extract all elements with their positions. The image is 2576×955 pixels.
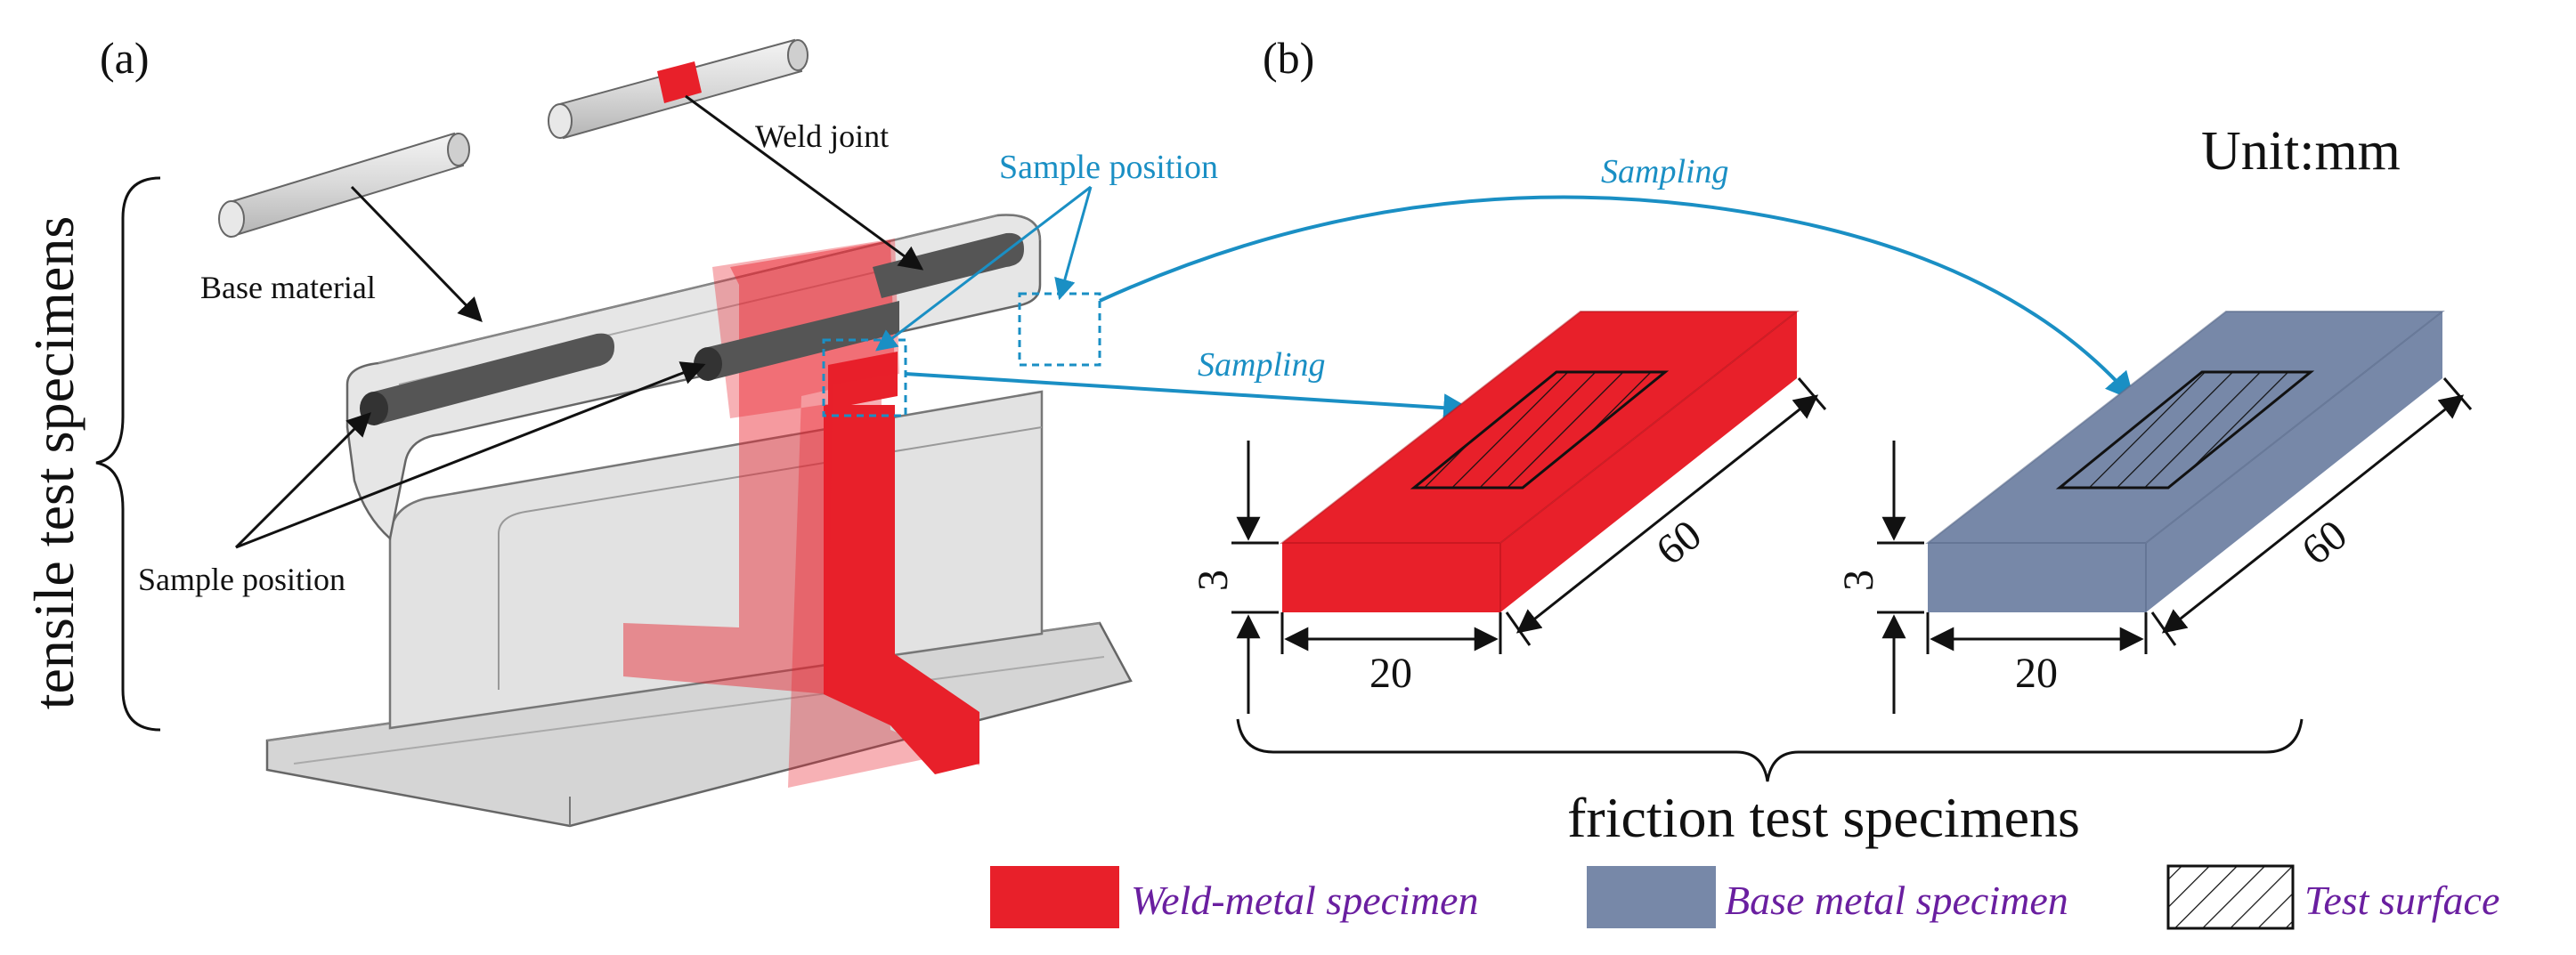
sample-box-weld [822, 338, 907, 417]
tensile-brace [95, 176, 161, 732]
panel-a: (a) tensile test specimens [22, 33, 1218, 828]
legend-base-swatch [1587, 866, 1716, 928]
sampling-arrow-weld [905, 372, 1473, 423]
rail-body [265, 214, 1133, 828]
weld-joint-rod [548, 38, 809, 140]
legend-test-surface-swatch [2166, 864, 2295, 930]
base-specimen-dims [1877, 377, 2473, 714]
panel-a-label: (a) [100, 33, 150, 83]
weld-joint-label: Weld joint [755, 118, 889, 154]
sampling-label-weld: Sampling [1198, 346, 1326, 384]
legend: Weld-metal specimen Base metal specimen … [990, 864, 2499, 930]
weld-dim-length: 60 [1647, 511, 1710, 574]
sample-box-base [1018, 292, 1101, 367]
base-dim-thickness: 3 [1835, 570, 1882, 591]
friction-brace [1236, 718, 2304, 782]
sample-position-label-b: Sample position [999, 149, 1218, 186]
weld-dim-width: 20 [1369, 650, 1412, 697]
friction-group-label: friction test specimens [1567, 786, 2080, 849]
panel-a-arrows [234, 94, 924, 549]
sample-position-label-a: Sample position [138, 562, 345, 597]
sample-position-pointers [875, 185, 1093, 352]
legend-weld-swatch [990, 866, 1119, 928]
legend-test-surface-label: Test surface [2304, 878, 2499, 923]
legend-base-label: Base metal specimen [1725, 878, 2068, 923]
sampling-label-base: Sampling [1601, 153, 1729, 190]
legend-weld-label: Weld-metal specimen [1131, 878, 1478, 923]
panel-b-label: (b) [1263, 33, 1314, 83]
base-specimen-block [1925, 311, 2445, 612]
weld-band [623, 239, 979, 788]
weld-specimen-block [1280, 311, 1800, 612]
sampling-arrow-base [1099, 195, 2135, 401]
embedded-rods [360, 232, 1024, 425]
base-dim-width: 20 [2015, 650, 2058, 697]
weld-specimen-dims [1231, 377, 1827, 714]
base-material-rod [218, 132, 470, 238]
weld-dim-thickness: 3 [1190, 570, 1237, 591]
base-dim-length: 60 [2293, 511, 2355, 574]
base-material-label: Base material [200, 270, 376, 305]
unit-label: Unit:mm [2201, 121, 2401, 182]
tensile-side-label: tensile test specimens [22, 216, 85, 710]
panel-b: (b) Unit:mm Sampling Sampling [905, 33, 2473, 849]
